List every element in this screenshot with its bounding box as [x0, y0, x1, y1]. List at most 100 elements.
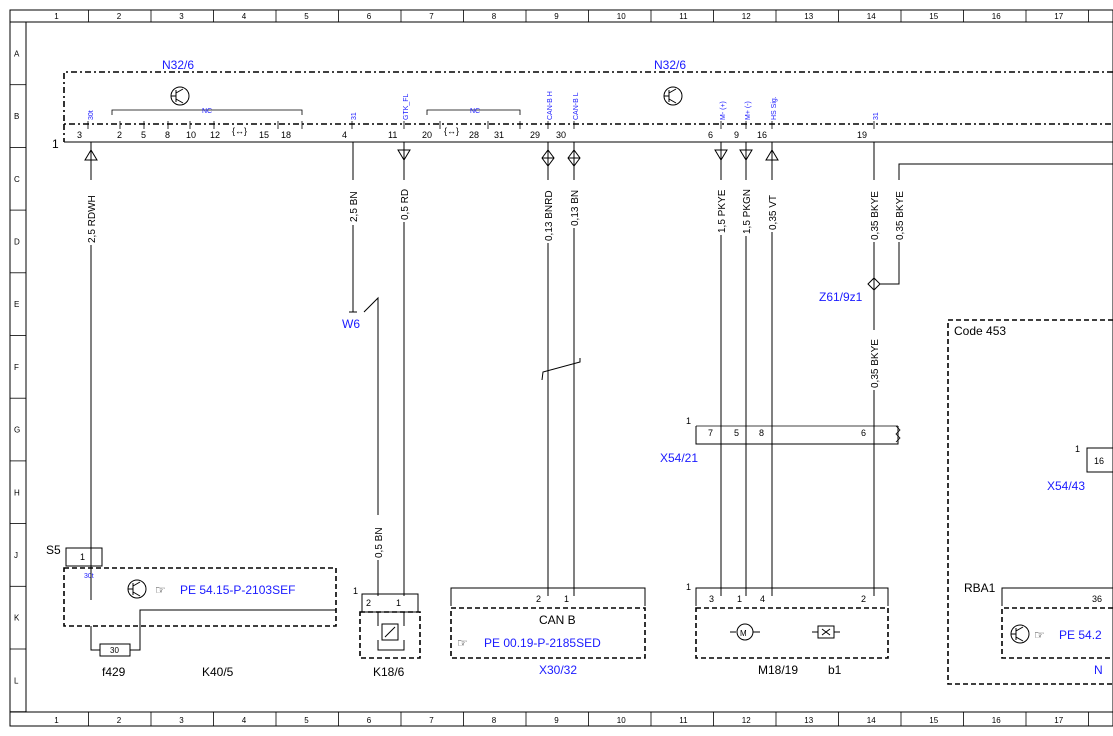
svg-text:2: 2 — [861, 594, 866, 604]
svg-text:16: 16 — [757, 130, 767, 140]
z61-label: Z61/9z1 — [819, 290, 863, 304]
f429-label: f429 — [102, 665, 126, 679]
grid-column-label: 17 — [1054, 12, 1063, 21]
transistor-icon — [1010, 624, 1030, 644]
rba1-unit: RBA1 36 ☞ PE 54.2 N — [964, 581, 1113, 677]
k40-5-unit: S5 1 30t ☞ PE 54.15-P-2103SEF 30 f429 K4… — [46, 543, 337, 679]
grid-column-label: 3 — [179, 12, 184, 21]
signal-labels: 30t 31 GTK_FL CAN-B H CAN-B L M- (+) M+ … — [88, 91, 880, 120]
svg-text:0,5 BN: 0,5 BN — [374, 527, 385, 558]
svg-text:4: 4 — [760, 594, 765, 604]
grid-row-label: J — [14, 551, 18, 560]
x54-21-label: X54/21 — [660, 451, 698, 465]
grid-column-label: 2 — [117, 12, 122, 21]
svg-text:0,35 BKYE: 0,35 BKYE — [870, 191, 881, 240]
svg-text:3: 3 — [77, 130, 82, 140]
nc-label: NC — [202, 108, 212, 115]
svg-text:30: 30 — [556, 130, 566, 140]
b1-label: b1 — [828, 663, 842, 677]
grid-column-label: 7 — [429, 12, 434, 21]
transistor-icon — [663, 86, 683, 106]
sensor-icon — [812, 625, 840, 639]
grid-row-label: C — [14, 175, 20, 184]
svg-text:0,35 BKYE: 0,35 BKYE — [870, 339, 881, 388]
grid-column-label: 10 — [617, 12, 626, 21]
grid-column-label: 11 — [679, 12, 688, 21]
code-453-label: Code 453 — [954, 324, 1006, 338]
transistor-icon — [127, 579, 147, 599]
pe-ref-s5: PE 54.15-P-2103SEF — [180, 583, 295, 597]
svg-text:2: 2 — [366, 598, 371, 608]
n32-6-label-left: N32/6 — [162, 58, 194, 72]
grid-column-label: 14 — [867, 12, 876, 21]
svg-text:19: 19 — [857, 130, 867, 140]
x54-43-label: X54/43 — [1047, 479, 1085, 493]
pe-ref-can: PE 00.19-P-2185SED — [484, 636, 601, 650]
svg-text:1: 1 — [353, 586, 358, 596]
n32-6-label-right: N32/6 — [654, 58, 686, 72]
svg-text:31: 31 — [494, 130, 504, 140]
grid-row-label: B — [14, 112, 19, 121]
svg-text:6: 6 — [861, 428, 866, 438]
motor-icon: M — [730, 623, 760, 641]
svg-text:1,5 PKYE: 1,5 PKYE — [717, 189, 728, 233]
grid-column-label: 15 — [929, 716, 938, 725]
grid-column-label: 13 — [804, 12, 813, 21]
svg-text:30: 30 — [110, 646, 119, 655]
grid-row-label: F — [14, 363, 19, 372]
grid-column-label: 15 — [929, 12, 938, 21]
svg-text:{↔}: {↔} — [444, 126, 459, 136]
svg-text:28: 28 — [469, 130, 479, 140]
grid-row-label: D — [14, 237, 20, 246]
n32-pins: 3 2 5 8 10 12 15 18 4 11 20 28 31 29 30 … — [77, 130, 867, 140]
svg-text:20: 20 — [422, 130, 432, 140]
grid-row-label: A — [14, 49, 20, 58]
w6-label: W6 — [342, 317, 360, 331]
grid-column-label: 12 — [742, 12, 751, 21]
grid-column-label: 6 — [367, 12, 372, 21]
x54-43-connector: 1 16 X54/43 — [1047, 444, 1113, 493]
svg-text:18: 18 — [281, 130, 291, 140]
column-ticks — [88, 10, 1089, 726]
manual-reference-icon: ☞ — [155, 583, 166, 597]
svg-text:CAN-B H: CAN-B H — [547, 91, 554, 120]
svg-text:1: 1 — [564, 594, 569, 604]
grid-row-label: G — [14, 426, 20, 435]
svg-text:M+ (-): M+ (-) — [745, 101, 752, 120]
svg-text:HS Sig.: HS Sig. — [771, 96, 778, 120]
rba1-label: RBA1 — [964, 581, 996, 595]
nc-label: NC — [470, 108, 480, 115]
s5-label: S5 — [46, 543, 61, 557]
svg-text:30t: 30t — [88, 110, 95, 120]
svg-text:{↔}: {↔} — [232, 126, 247, 136]
svg-text:2,5 BN: 2,5 BN — [349, 191, 360, 222]
grid-column-label: 11 — [679, 716, 688, 725]
grid-row-label: L — [14, 676, 19, 685]
svg-text:30t: 30t — [84, 573, 94, 580]
svg-text:12: 12 — [210, 130, 220, 140]
pin-ticks — [87, 121, 875, 129]
svg-text:1: 1 — [1075, 444, 1080, 454]
grid-column-label: 10 — [617, 716, 626, 725]
grid-column-label: 5 — [304, 12, 309, 21]
svg-text:1: 1 — [396, 598, 401, 608]
grid-column-label: 1 — [54, 12, 59, 21]
svg-text:0,13 BNRD: 0,13 BNRD — [544, 190, 555, 241]
grid-column-label: 14 — [867, 716, 876, 725]
row-ticks — [10, 84, 26, 713]
grid-column-label: 4 — [242, 12, 247, 21]
wire-rdwh: 2,5 RDWH — [84, 142, 98, 560]
wire-bkye: 0,35 BKYE 0,35 BKYE 0,35 BKYE Z61/9z1 — [819, 142, 1113, 596]
wire-bn25: 2,5 BN W6 — [342, 142, 360, 331]
svg-text:16: 16 — [1094, 456, 1104, 466]
svg-text:2: 2 — [536, 594, 541, 604]
svg-text:0,35 BKYE: 0,35 BKYE — [895, 191, 906, 240]
svg-text:0,13 BN: 0,13 BN — [570, 190, 581, 226]
svg-text:1,5 PKGN: 1,5 PKGN — [742, 189, 753, 234]
svg-text:3: 3 — [709, 594, 714, 604]
code-453-box: Code 453 — [947, 319, 1113, 685]
grid-frame — [9, 9, 1113, 727]
svg-text:4: 4 — [342, 130, 347, 140]
svg-text:M: M — [740, 629, 747, 638]
